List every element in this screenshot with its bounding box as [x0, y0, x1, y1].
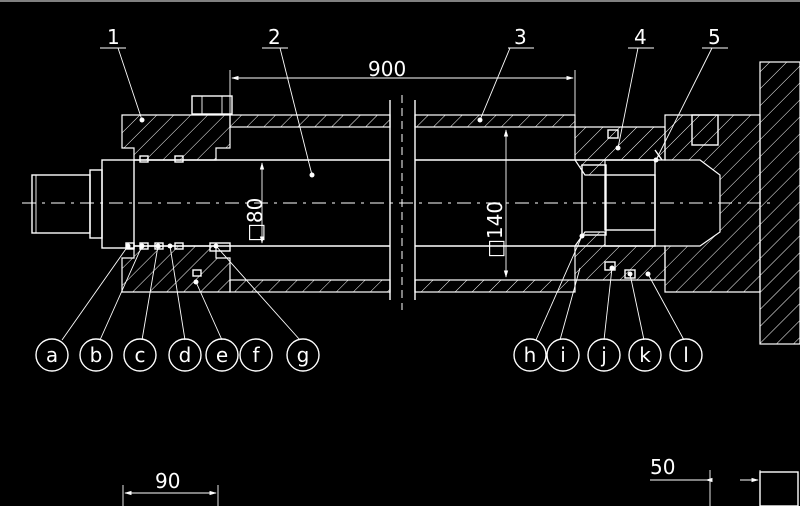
rod-end — [31, 159, 135, 249]
callout-c-circle — [123, 338, 157, 372]
callout-j-circle — [587, 338, 621, 372]
cylinder-barrel — [229, 95, 576, 310]
callout-e: e — [216, 343, 228, 367]
part-label-4: 4 — [634, 25, 647, 49]
callout-l-circle — [669, 338, 703, 372]
dimension-length — [229, 70, 576, 160]
callout-h: h — [524, 343, 537, 367]
dimension-bore-label: □140 — [483, 201, 507, 258]
seal-callouts — [35, 338, 703, 372]
dimension-bottom-left-label: 90 — [155, 469, 180, 493]
piston — [574, 126, 666, 281]
callout-a: a — [46, 343, 58, 367]
callout-g: g — [297, 343, 310, 367]
callout-g-circle — [286, 338, 320, 372]
callout-i-circle — [546, 338, 580, 372]
part-label-1: 1 — [107, 25, 120, 49]
seal-leaders — [61, 233, 685, 341]
dimension-bottom-right — [650, 470, 799, 506]
dimension-bottom-left — [122, 485, 219, 506]
callout-l: l — [683, 343, 689, 367]
part-label-3: 3 — [514, 25, 527, 49]
dimension-bottom-right-label: 50 — [650, 455, 675, 479]
dimension-rod-label: □80 — [243, 198, 267, 242]
callout-b-circle — [79, 338, 113, 372]
end-cap — [600, 61, 800, 345]
part-label-2: 2 — [268, 25, 281, 49]
part-labels — [100, 47, 728, 178]
gland-head — [121, 95, 233, 293]
callout-k-circle — [628, 338, 662, 372]
dimension-length-label: 900 — [368, 57, 406, 81]
callout-b: b — [90, 343, 103, 367]
callout-d-circle — [168, 338, 202, 372]
callout-a-circle — [35, 338, 69, 372]
callout-j: j — [600, 343, 607, 367]
callout-i: i — [560, 343, 566, 367]
callout-c: c — [135, 343, 146, 367]
callout-h-circle — [513, 338, 547, 372]
callout-f-circle — [239, 338, 273, 372]
callout-e-circle — [205, 338, 239, 372]
part-label-5: 5 — [708, 25, 721, 49]
callout-k: k — [639, 343, 651, 367]
callout-f: f — [252, 343, 260, 367]
callout-d: d — [179, 343, 192, 367]
